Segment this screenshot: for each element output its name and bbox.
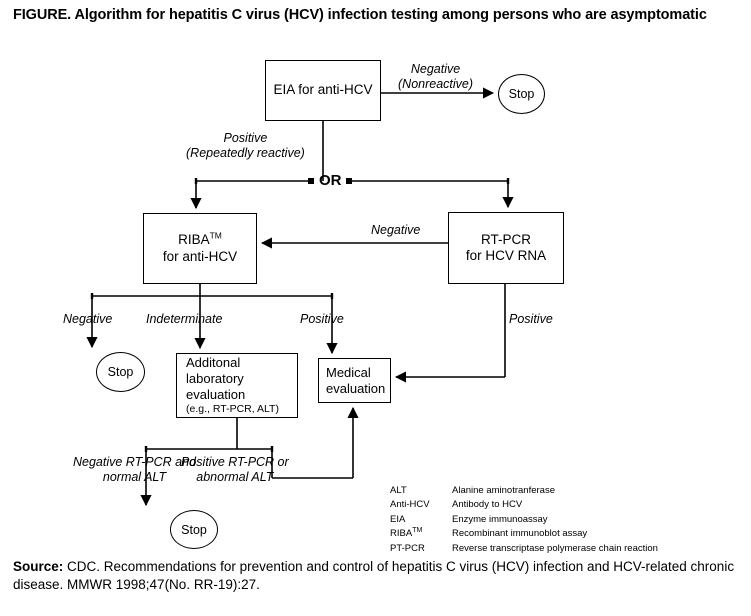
node-riba-for-anti-hcv[interactable]: RIBATM for anti-HCV: [143, 213, 257, 284]
legend-row: RIBATM Recombinant immunoblot assay: [390, 527, 658, 541]
legend-abbr-sup: TM: [412, 527, 423, 535]
node-additional-laboratory-evaluation[interactable]: Additonal laboratory evaluation (e.g., R…: [176, 353, 298, 418]
edge-label-negative-riba: Negative: [63, 312, 113, 326]
trademark-superscript: TM: [209, 230, 222, 241]
node-eia-for-anti-hcv[interactable]: EIA for anti-HCV: [265, 60, 381, 121]
edge-label-positive-rtpcr: Positive: [509, 312, 553, 326]
legend-abbr: ALT: [390, 484, 452, 498]
node-stop-after-negative-eia[interactable]: Stop: [498, 74, 545, 114]
node-eia-label: EIA for anti-HCV: [273, 82, 373, 98]
node-rtpcr-line1: RT-PCR: [480, 231, 531, 247]
legend-definition: Alanine aminotranferase: [452, 485, 555, 496]
legend-abbr-text: ALT: [390, 485, 407, 496]
node-stop-after-normal-alt[interactable]: Stop: [170, 510, 218, 549]
legend-definition: Reverse transcriptase polymerase chain r…: [452, 542, 658, 554]
legend-abbr: EIA: [390, 513, 452, 527]
node-medical-line2: evaluation: [326, 380, 386, 396]
node-rtpcr-line2: for HCV RNA: [465, 248, 547, 263]
edge-label-positive-repeatedly-reactive: Positive (Repeatedly reactive): [186, 131, 305, 161]
edge-label-line2: (Nonreactive): [398, 77, 474, 91]
source-note: Source: CDC. Recommendations for prevent…: [13, 558, 735, 594]
edge-label-line1: Negative: [410, 62, 461, 76]
edge-label-positive-rtpcr-abnormal-alt: Positive RT-PCR or abnormal ALT: [181, 455, 289, 485]
legend-abbr-text: EIA: [390, 513, 406, 525]
node-riba-line2: for anti-HCV: [162, 248, 238, 264]
abbreviations-legend: ALT Alanine aminotranferase Anti-HCV Ant…: [390, 484, 658, 556]
legend-row: Anti-HCV Antibody to HCV: [390, 498, 658, 512]
edge-label-line1: Negative RT-PCR and: [73, 455, 196, 469]
legend-abbr-text: PT-PCR: [390, 542, 425, 554]
edge-label-line2: abnormal ALT: [196, 470, 274, 484]
edge-label-negative-rtpcr-normal-alt: Negative RT-PCR and normal ALT: [73, 455, 196, 485]
legend-abbr: RIBATM: [390, 527, 452, 541]
legend-abbr: PT-PCR: [390, 542, 452, 556]
node-addlab-line2: laboratory: [186, 370, 244, 386]
edge-label-line2: (Repeatedly reactive): [186, 146, 305, 160]
legend-definition: Recombinant immunoblot assay: [452, 528, 588, 540]
node-riba-label: RIBA: [178, 232, 210, 248]
node-rt-pcr-for-hcv-rna[interactable]: RT-PCR for HCV RNA: [448, 212, 564, 284]
edge-label-negative-rtpcr-to-riba: Negative: [371, 223, 421, 237]
edge-label-negative-nonreactive: Negative (Nonreactive): [398, 62, 473, 92]
edge-label-line2: normal ALT: [102, 470, 167, 484]
legend-definition: Enzyme immunoassay: [452, 513, 548, 525]
legend-abbr-text: RIBA: [390, 528, 413, 540]
node-addlab-line4: (e.g., RT-PCR, ALT): [186, 403, 279, 416]
node-addlab-line1: Additonal: [186, 354, 241, 370]
node-riba-line1-wrapper: RIBATM: [144, 230, 256, 248]
node-addlab-line3: evaluation: [186, 386, 246, 402]
source-label: Source:: [13, 559, 64, 574]
legend-definition: Antibody to HCV: [452, 499, 523, 511]
legend-row: PT-PCR Reverse transcriptase polymerase …: [390, 542, 658, 556]
edge-label-line1: Positive: [223, 131, 268, 145]
node-medical-evaluation[interactable]: Medical evaluation: [318, 358, 391, 403]
edge-label-positive-riba: Positive: [300, 312, 344, 326]
figure-title: FIGURE. Algorithm for hepatitis C virus …: [13, 7, 707, 23]
edge-label-or-junction: OR: [319, 172, 342, 189]
node-stop-after-negative-riba[interactable]: Stop: [96, 352, 145, 392]
stop-label: Stop: [107, 365, 134, 379]
legend-row: ALT Alanine aminotranferase: [390, 484, 658, 498]
stop-label: Stop: [508, 87, 535, 101]
edge-label-line1: Positive RT-PCR or: [181, 455, 289, 469]
legend-abbr-text: Anti-HCV: [390, 499, 430, 511]
edge-label-indeterminate-riba: Indeterminate: [146, 312, 223, 326]
legend-row: EIA Enzyme immunoassay: [390, 513, 658, 527]
legend-abbr: Anti-HCV: [390, 498, 452, 512]
node-medical-line1: Medical: [326, 364, 371, 380]
source-text: CDC. Recommendations for prevention and …: [13, 559, 735, 593]
stop-label: Stop: [181, 522, 207, 537]
